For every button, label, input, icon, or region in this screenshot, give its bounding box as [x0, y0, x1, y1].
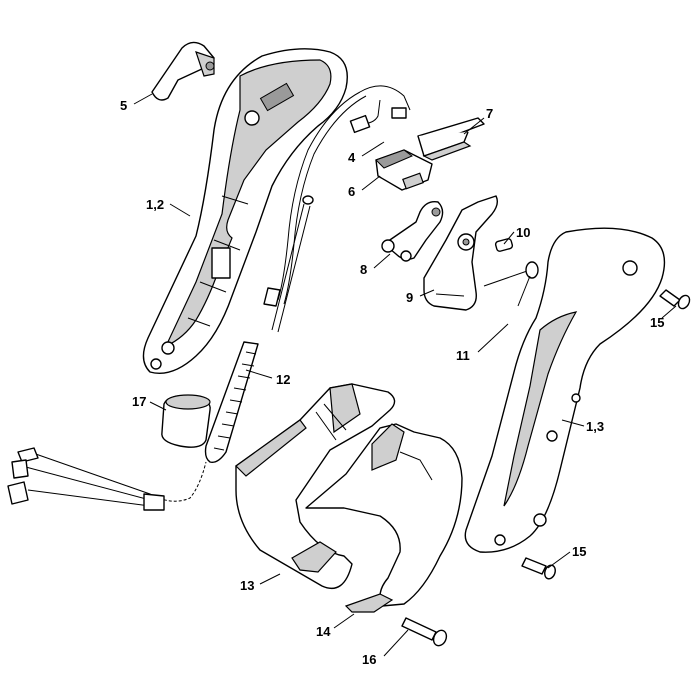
callout-10: 10: [516, 225, 530, 240]
part-11-spring: [483, 261, 539, 307]
callout-6: 6: [348, 184, 355, 199]
callout-1-3: 1,3: [586, 419, 604, 434]
part-15-screw-top: [659, 289, 691, 310]
leader-lines: [133, 93, 677, 657]
callout-7: 7: [486, 106, 493, 121]
part-9-trigger: [423, 195, 499, 311]
callout-14: 14: [316, 624, 331, 639]
part-10-pin: [494, 238, 514, 252]
callout-labels: 5 1,2 7 4 6 10 8 9 15 11 12 17 1,3 15 13…: [120, 98, 664, 667]
callout-8: 8: [360, 262, 367, 277]
part-13-lower-cover: [235, 383, 396, 590]
callout-13: 13: [240, 578, 254, 593]
part-14-lower-cover: [305, 423, 463, 613]
cable-routing: [277, 85, 411, 305]
callout-12: 12: [276, 372, 290, 387]
wire-harness: [7, 447, 207, 511]
callout-15-bottom: 15: [572, 544, 586, 559]
part-6-switch: [375, 149, 433, 191]
callout-9: 9: [406, 290, 413, 305]
callout-1-2: 1,2: [146, 197, 164, 212]
part-16-screw: [401, 617, 448, 647]
part-15-screw-bottom: [521, 557, 556, 580]
part-8-lever: [381, 201, 444, 262]
part-7-clip: [417, 117, 485, 161]
callout-11: 11: [456, 348, 470, 363]
callout-5: 5: [120, 98, 127, 113]
part-12-conduit: [204, 195, 314, 463]
callout-15-top: 15: [650, 315, 664, 330]
part-1-2-handle-shell: [142, 48, 348, 374]
callout-17: 17: [132, 394, 146, 409]
callout-4: 4: [348, 150, 356, 165]
part-5-lever: [151, 41, 215, 101]
part-1-3-handle-shell: [464, 227, 666, 553]
callout-16: 16: [362, 652, 376, 667]
part-17-sleeve: [161, 394, 211, 448]
